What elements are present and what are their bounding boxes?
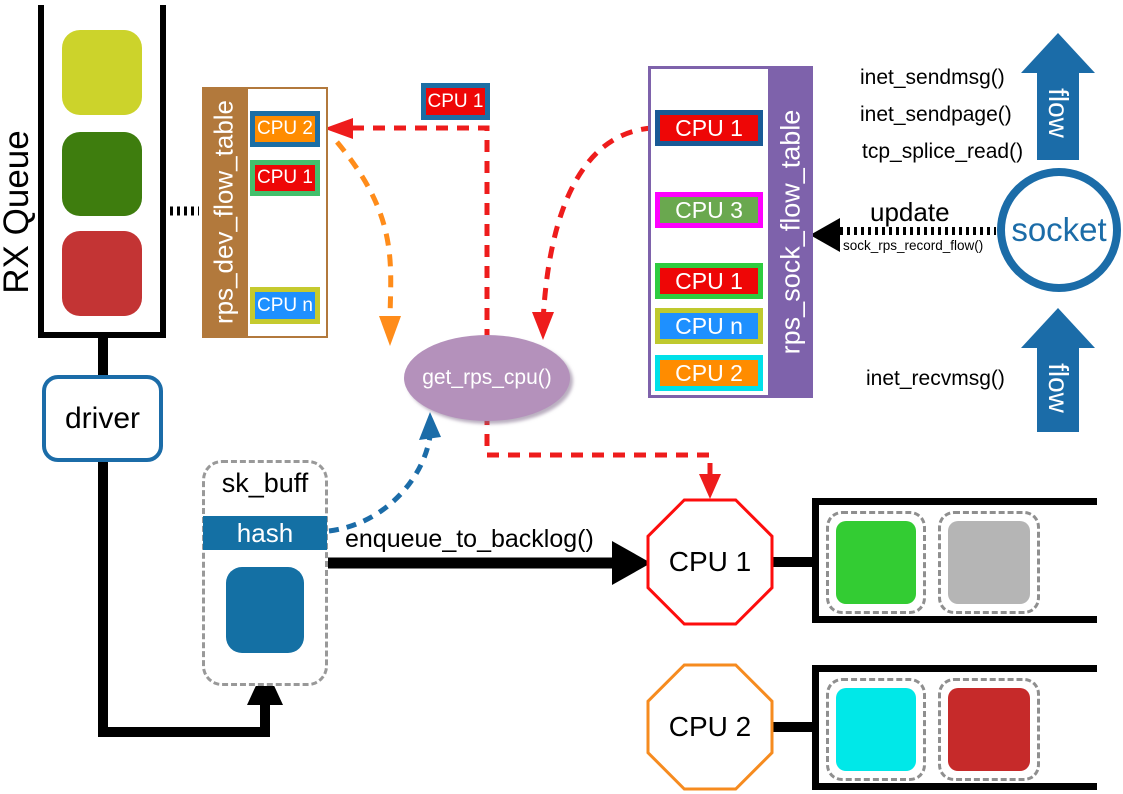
cpu1-queue-packet-green bbox=[836, 521, 916, 604]
flow-up-arrowhead-top bbox=[1021, 33, 1095, 73]
flow-label-bottom: flow bbox=[1043, 363, 1074, 413]
sock-entry-cpu1b: CPU 1 bbox=[655, 263, 763, 299]
red-dashed-result-path bbox=[352, 125, 713, 478]
orange-arrowhead-to-ellipse bbox=[379, 316, 401, 346]
sock-entry-cpu1a-label: CPU 1 bbox=[675, 114, 743, 141]
enqueue-label: enqueue_to_backlog() bbox=[345, 525, 594, 553]
cpu1-queue-slot-1 bbox=[826, 511, 926, 614]
cpu2-queue-packet-red bbox=[948, 688, 1030, 771]
cpu1-octagon-shape bbox=[646, 498, 774, 626]
sock-flow-table-label: rps_sock_flow_table bbox=[775, 109, 806, 355]
blue-dashed-hash-curve bbox=[328, 435, 433, 534]
socket-label: socket bbox=[1011, 211, 1107, 248]
update-label: update bbox=[870, 197, 950, 227]
cpu1-queue-slot-2 bbox=[938, 511, 1040, 614]
driver-label: driver bbox=[64, 401, 140, 435]
get-rps-cpu-label: get_rps_cpu() bbox=[422, 366, 552, 389]
inet-sendmsg-label: inet_sendmsg() bbox=[860, 66, 1005, 89]
socket-circle: socket bbox=[997, 168, 1121, 292]
rx-packet-yellow bbox=[62, 30, 142, 115]
dev-entry-cpun: CPU n bbox=[250, 287, 320, 324]
sock-entry-cpu1a: CPU 1 bbox=[655, 110, 763, 146]
update-arrowhead bbox=[810, 218, 840, 252]
flow-up-arrow-stem-bottom bbox=[1037, 346, 1079, 432]
cpu2-octagon-label: CPU 2 bbox=[668, 711, 752, 742]
dev-entry-cpu1-label: CPU 1 bbox=[257, 167, 313, 188]
cpu2-octagon-shape bbox=[646, 663, 774, 791]
sock-entry-cpun: CPU n bbox=[655, 308, 763, 344]
flow-up-arrowhead-bottom bbox=[1021, 308, 1095, 348]
red-arrowhead-to-cpu2-entry bbox=[324, 118, 353, 139]
cpu1-octagon bbox=[646, 498, 774, 626]
dev-entry-cpu1: CPU 1 bbox=[250, 160, 320, 196]
cpu1-octagon-label: CPU 1 bbox=[668, 546, 752, 577]
inet-recvmsg-label: inet_recvmsg() bbox=[866, 367, 1005, 390]
result-cpu-box: CPU 1 bbox=[421, 83, 490, 120]
cpu2-queue-slot-1 bbox=[826, 678, 926, 781]
cpu2-octagon-label-wrap: CPU 2 bbox=[648, 665, 772, 789]
flow-label-top: flow bbox=[1043, 88, 1074, 138]
cpu2-queue-slot-2 bbox=[938, 678, 1040, 781]
red-arrowhead-to-ellipse bbox=[532, 312, 554, 340]
cpu2-octagon bbox=[646, 663, 774, 791]
skbuff-hash-band: hash bbox=[203, 516, 327, 550]
tcp-splice-read-label: tcp_splice_read() bbox=[862, 140, 1024, 163]
sock-entry-cpu1b-label: CPU 1 bbox=[675, 267, 743, 294]
sock-entry-cpu2-label: CPU 2 bbox=[675, 359, 743, 386]
cpu1-queue-packet-gray bbox=[948, 521, 1030, 604]
dev-entry-cpun-label: CPU n bbox=[257, 294, 313, 316]
cpu2-queue-packet-cyan bbox=[836, 688, 916, 771]
rx-queue-frame bbox=[38, 5, 166, 338]
inet-sendpage-label: inet_sendpage() bbox=[860, 103, 1012, 126]
blue-arrowhead-to-ellipse bbox=[419, 412, 441, 440]
dev-flow-table-label: rps_dev_flow_table bbox=[208, 99, 239, 325]
skbuff-hash-label: hash bbox=[236, 517, 294, 548]
rx-packet-red bbox=[62, 231, 142, 316]
red-arrowhead-to-cpu1-octagon bbox=[699, 474, 721, 499]
cpu1-octagon-label-wrap: CPU 1 bbox=[648, 500, 772, 624]
sock-flow-table-band bbox=[768, 69, 810, 395]
sock-entry-cpu3-label: CPU 3 bbox=[675, 196, 743, 223]
dev-entry-cpu2-label: CPU 2 bbox=[257, 118, 313, 139]
sock-entry-cpu3: CPU 3 bbox=[655, 192, 763, 228]
update-function-label: sock_rps_record_flow() bbox=[843, 238, 984, 253]
enqueue-arrowhead bbox=[612, 541, 651, 585]
flow-up-arrow-stem-top bbox=[1037, 71, 1079, 160]
skbuff-title: sk_buff bbox=[221, 468, 309, 498]
orange-dashed-devtable-curve bbox=[335, 140, 394, 319]
red-dashed-socktable-curve bbox=[540, 125, 654, 323]
driver-path-line bbox=[98, 336, 270, 737]
skbuff-packet bbox=[226, 567, 304, 653]
dev-entry-cpu2: CPU 2 bbox=[250, 111, 320, 147]
sock-entry-cpun-label: CPU n bbox=[675, 312, 743, 339]
result-cpu-label: CPU 1 bbox=[427, 90, 484, 112]
rx-packet-green bbox=[62, 132, 142, 216]
sock-entry-cpu2: CPU 2 bbox=[655, 355, 763, 391]
driver-box: driver bbox=[42, 375, 163, 462]
dev-flow-table-band bbox=[204, 89, 248, 336]
get-rps-cpu-ellipse: get_rps_cpu() bbox=[404, 335, 570, 421]
